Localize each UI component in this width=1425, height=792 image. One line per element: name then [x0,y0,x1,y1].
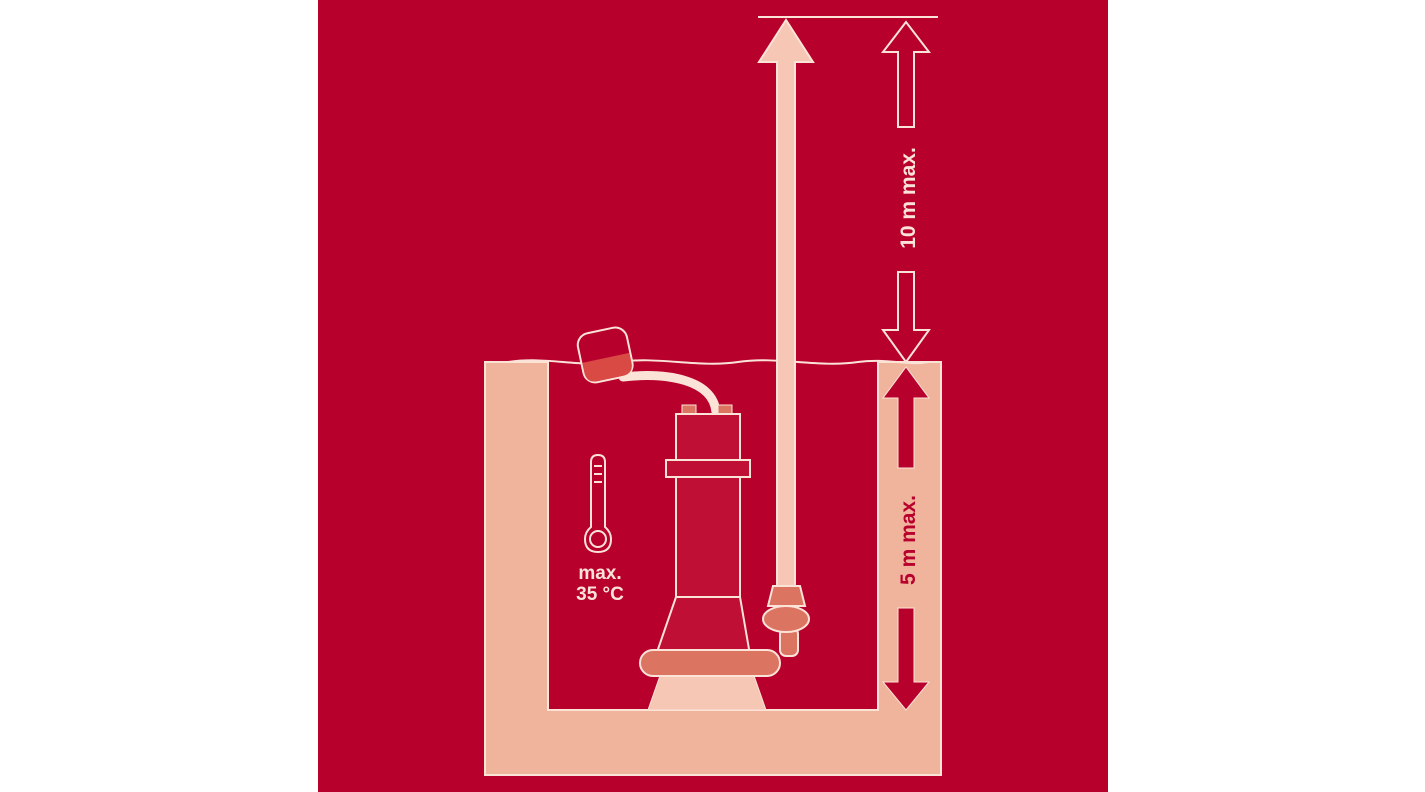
temperature-label-line2: 35 °C [576,584,624,605]
pump-icon [654,413,752,656]
depth-arrow-up-icon [882,366,930,469]
pump-diagram: 10 m max. 5 m max. max. 35 °C [318,0,1108,792]
diagram-frame: 10 m max. 5 m max. max. 35 °C [318,0,1108,792]
depth-label: 5 m max. [897,495,920,585]
height-arrow-down-icon [881,271,931,364]
delivery-pipe-arrow [757,18,815,587]
float-cable [618,371,721,417]
discharge-connector [762,605,810,633]
temperature-label-line1: max. [578,563,621,584]
height-arrow-up-icon [880,20,932,128]
discharge-coupling [766,585,807,607]
float-switch-icon [576,326,634,384]
thermometer-icon [583,453,613,554]
pump-volute [639,649,781,677]
height-label: 10 m max. [897,147,920,249]
depth-arrow-down-icon [881,607,931,711]
